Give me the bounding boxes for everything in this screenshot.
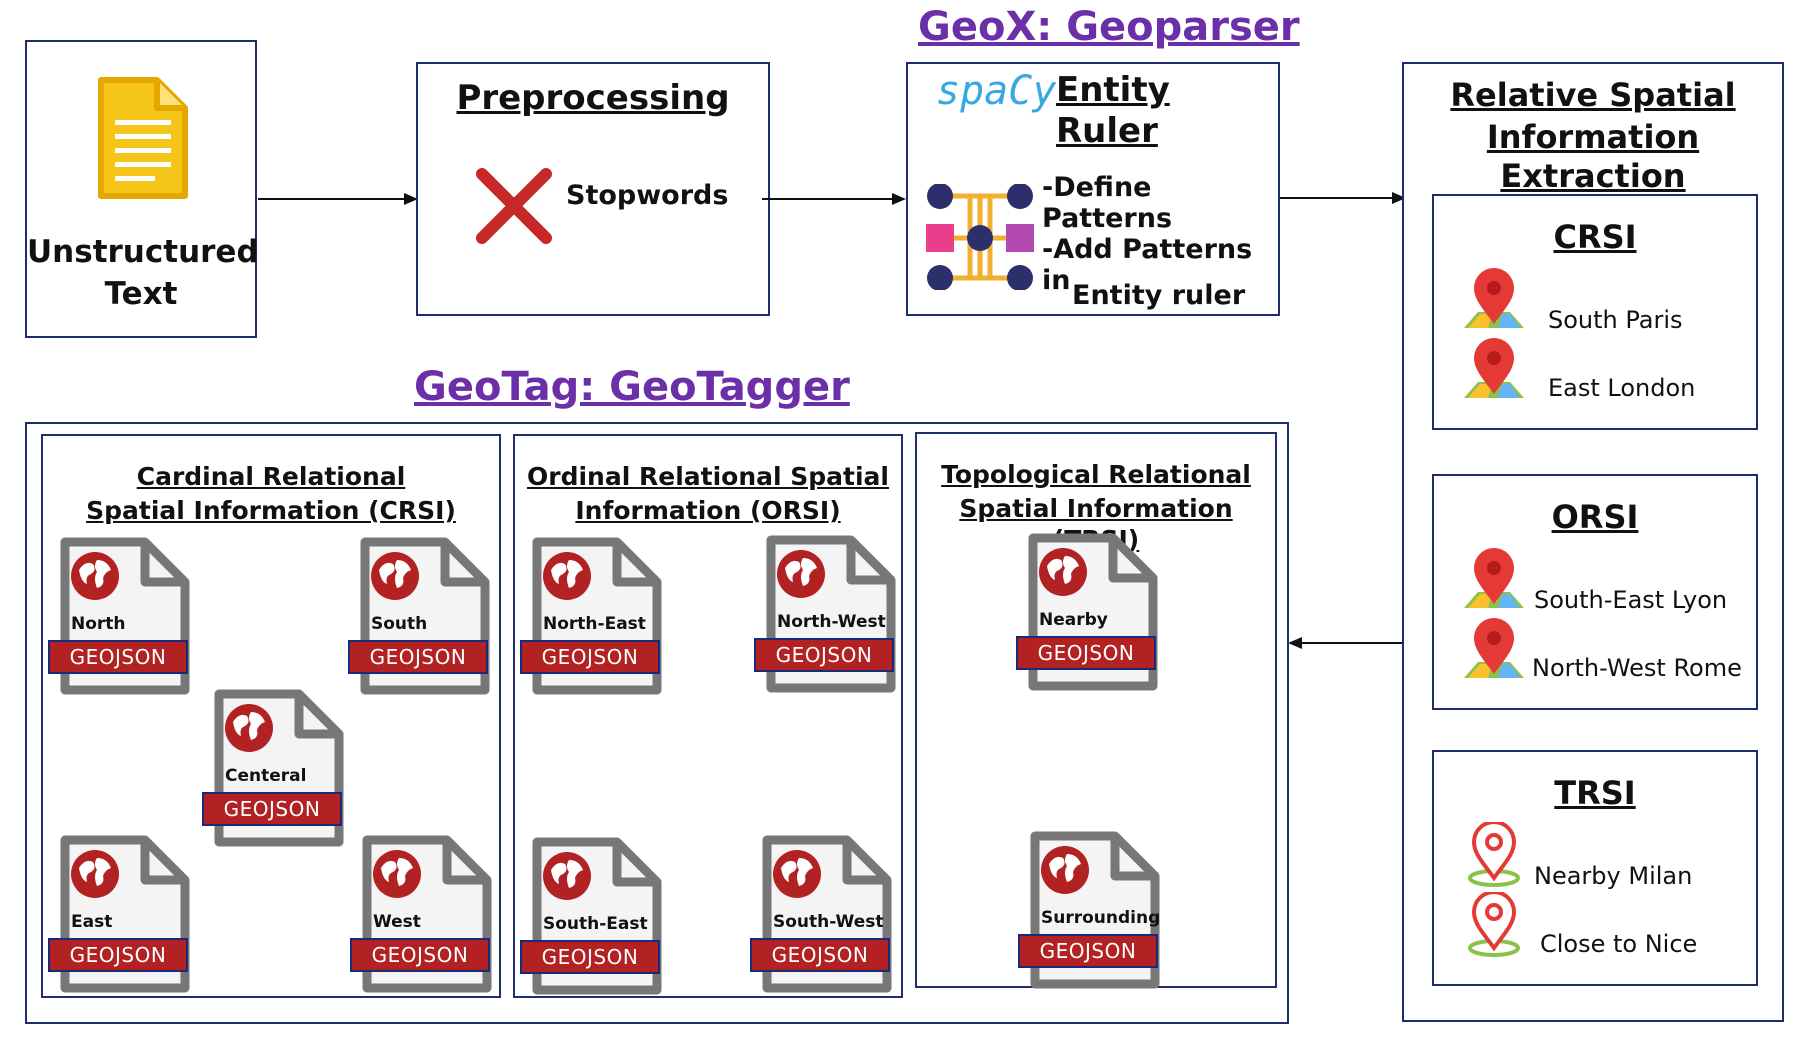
geotag-heading: GeoTag: GeoTagger <box>414 364 850 410</box>
geojson-badge: GEOJSON <box>1016 636 1156 670</box>
map-pin-icon <box>1464 548 1524 608</box>
rsie-box: Relative Spatial Information Extraction … <box>1402 62 1784 1022</box>
arrowhead-icon <box>404 193 418 205</box>
arrow-geox-to-rsie <box>1280 197 1396 199</box>
unstructured-text-box: Unstructured Text <box>25 40 259 338</box>
orsi-title: ORSI <box>1551 498 1639 536</box>
file-label: South <box>371 614 428 634</box>
document-icon <box>98 77 188 199</box>
trsi-title: TRSI <box>1554 774 1636 812</box>
trsi-panel-title-1: Topological Relational <box>941 460 1251 489</box>
geojson-file: South-East GEOJSON <box>520 836 669 996</box>
geojson-file: Nearby GEOJSON <box>1016 532 1165 692</box>
rsie-title-2: Information Extraction <box>1486 118 1700 196</box>
geojson-file: Centeral GEOJSON <box>202 688 351 848</box>
geojson-badge: GEOJSON <box>48 640 188 674</box>
geojson-file: East GEOJSON <box>48 834 197 994</box>
arrow-rsie-to-geotagger <box>1298 642 1402 644</box>
geojson-file: West GEOJSON <box>350 834 499 994</box>
crsi-example: South Paris <box>1548 306 1683 334</box>
rsie-orsi-box: ORSI South-East Lyon North-West Rome <box>1432 474 1758 710</box>
arrow-unstructured-to-preprocessing <box>258 198 408 200</box>
geotagger-crsi-panel: Cardinal Relational Spatial Information … <box>41 434 501 998</box>
location-outline-icon <box>1468 892 1520 957</box>
trsi-example: Close to Nice <box>1540 930 1698 958</box>
unstructured-label-2: Text <box>104 276 178 312</box>
geotagger-trsi-panel: Topological Relational Spatial Informati… <box>915 432 1277 988</box>
geojson-badge: GEOJSON <box>520 940 660 974</box>
geojson-badge: GEOJSON <box>202 792 342 826</box>
pattern-graph-icon <box>926 184 1034 290</box>
arrowhead-icon <box>892 193 906 205</box>
geojson-badge: GEOJSON <box>520 640 660 674</box>
geotagger-orsi-panel: Ordinal Relational Spatial Information (… <box>513 434 903 998</box>
file-label: South-East <box>543 914 648 934</box>
crsi-example: East London <box>1548 374 1696 402</box>
crsi-title: CRSI <box>1553 218 1637 256</box>
file-label: North-West <box>777 612 886 632</box>
file-label: Centeral <box>225 766 307 786</box>
crsi-panel-title-1: Cardinal Relational <box>136 462 406 491</box>
geojson-badge: GEOJSON <box>48 938 188 972</box>
arrowhead-icon <box>1392 192 1406 204</box>
trsi-example: Nearby Milan <box>1534 862 1693 890</box>
rsie-title-1: Relative Spatial <box>1450 76 1736 114</box>
map-pin-icon <box>1464 618 1524 678</box>
location-outline-icon <box>1468 822 1520 887</box>
stopwords-label: Stopwords <box>566 180 729 211</box>
rsie-trsi-box: TRSI Nearby Milan Close to Nice <box>1432 750 1758 986</box>
entity-ruler-title: Entity Ruler <box>1056 70 1170 152</box>
rsie-crsi-box: CRSI South Paris East London <box>1432 194 1758 430</box>
arrow-preprocessing-to-geox <box>762 198 896 200</box>
geojson-badge: GEOJSON <box>1018 934 1158 968</box>
file-label: North <box>71 614 126 634</box>
geox-heading: GeoX: Geoparser <box>918 4 1300 50</box>
entity-ruler-label: Entity ruler <box>1072 280 1246 311</box>
file-label: West <box>373 912 421 932</box>
file-label: South-West <box>773 912 884 932</box>
spacy-logo: spaCy <box>936 68 1057 114</box>
arrowhead-icon <box>1288 637 1302 649</box>
map-pin-icon <box>1464 268 1524 328</box>
preprocessing-title: Preprocessing <box>456 78 730 118</box>
orsi-panel-title-1: Ordinal Relational Spatial <box>527 462 889 491</box>
add-patterns-label: -Add Patterns in <box>1042 234 1253 296</box>
preprocessing-box: Preprocessing Stopwords <box>416 62 770 316</box>
geotagger-box: Cardinal Relational Spatial Information … <box>25 422 1289 1024</box>
orsi-example: South-East Lyon <box>1534 586 1728 614</box>
geojson-file: Surrounding GEOJSON <box>1018 830 1167 990</box>
geojson-file: South GEOJSON <box>348 536 497 696</box>
geojson-badge: GEOJSON <box>348 640 488 674</box>
file-label: Surrounding <box>1041 908 1161 928</box>
orsi-example: North-West Rome <box>1532 654 1742 682</box>
map-pin-icon <box>1464 338 1524 398</box>
file-label: Nearby <box>1039 610 1108 630</box>
geojson-badge: GEOJSON <box>350 938 490 972</box>
file-label: East <box>71 912 113 932</box>
crsi-panel-title-2: Spatial Information (CRSI) <box>86 496 456 525</box>
define-patterns-label: -Define Patterns <box>1042 172 1173 234</box>
geojson-file: North-West GEOJSON <box>754 534 903 694</box>
geojson-file: North-East GEOJSON <box>520 536 669 696</box>
geojson-badge: GEOJSON <box>754 638 894 672</box>
file-label: North-East <box>543 614 646 634</box>
red-x-icon <box>476 168 552 244</box>
geojson-badge: GEOJSON <box>750 938 890 972</box>
entity-ruler-box: spaCy Entity Ruler -Define Patterns -Add… <box>906 62 1280 316</box>
geojson-file: North GEOJSON <box>48 536 197 696</box>
orsi-panel-title-2: Information (ORSI) <box>575 496 841 525</box>
unstructured-label-1: Unstructured <box>27 234 259 270</box>
geojson-file: South-West GEOJSON <box>750 834 899 994</box>
